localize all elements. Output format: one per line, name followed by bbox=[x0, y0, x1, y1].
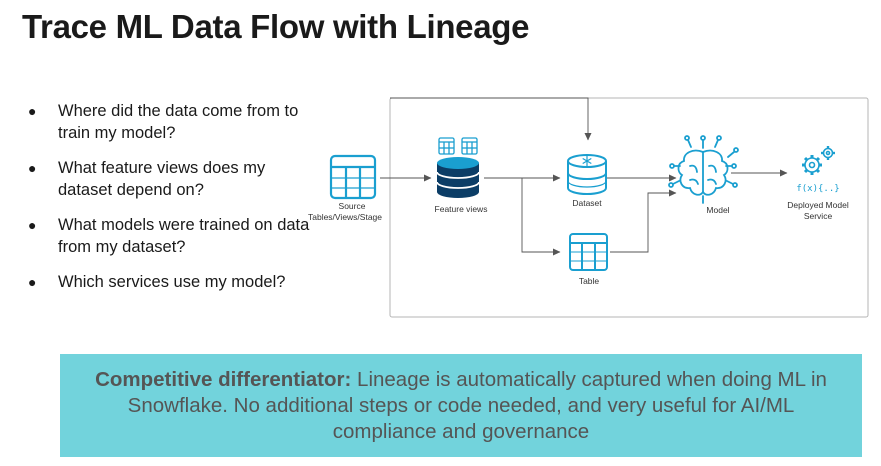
bullet-text: What feature views does my dataset depen… bbox=[58, 159, 266, 199]
list-item: ●Which services use my model? bbox=[28, 271, 318, 293]
small-table-icon bbox=[461, 137, 478, 155]
bullet-text: What models were trained on data from my… bbox=[58, 216, 310, 256]
diagram-frame bbox=[389, 97, 869, 318]
question-list: ●Where did the data come from to train m… bbox=[28, 100, 318, 306]
connector-table-to-model bbox=[610, 189, 677, 253]
model-label: Model bbox=[706, 205, 729, 215]
table-label: Table bbox=[579, 276, 600, 286]
connector-top-to-dataset bbox=[390, 97, 592, 141]
snowflake-icon bbox=[582, 156, 592, 166]
callout-heading: Competitive differentiator: bbox=[95, 368, 352, 391]
feature-views-label: Feature views bbox=[435, 204, 488, 214]
source-label-line2: Tables/Views/Stage bbox=[308, 212, 382, 222]
list-item: ●What models were trained on data from m… bbox=[28, 214, 318, 258]
bullet-text: Where did the data come from to train my… bbox=[58, 102, 299, 142]
table-grid-icon bbox=[329, 154, 377, 200]
service-label-line2: Service bbox=[804, 211, 833, 221]
dataset-label: Dataset bbox=[572, 198, 602, 208]
service-label-line1: Deployed Model bbox=[787, 200, 849, 210]
small-table-icon bbox=[438, 137, 455, 155]
bullet-text: Which services use my model? bbox=[58, 273, 286, 291]
list-item: ●Where did the data come from to train m… bbox=[28, 100, 318, 144]
lineage-diagram: Source Tables/Views/Stage Feature views … bbox=[308, 97, 869, 318]
gears-icon bbox=[802, 146, 835, 175]
page-title: Trace ML Data Flow with Lineage bbox=[22, 8, 530, 45]
callout-text: Lineage is automatically captured when d… bbox=[127, 368, 827, 443]
table-grid-icon bbox=[569, 233, 608, 271]
brain-circuit-icon bbox=[668, 135, 739, 204]
database-icon bbox=[436, 157, 480, 198]
dataset-icon bbox=[567, 154, 607, 195]
list-item: ●What feature views does my dataset depe… bbox=[28, 157, 318, 201]
connector-features-to-table bbox=[521, 178, 561, 256]
formula-label: f(x){..} bbox=[796, 184, 839, 194]
flow-connectors bbox=[380, 97, 788, 256]
differentiator-callout: Competitive differentiator: Lineage is a… bbox=[60, 354, 862, 457]
source-label-line1: Source bbox=[339, 201, 366, 211]
